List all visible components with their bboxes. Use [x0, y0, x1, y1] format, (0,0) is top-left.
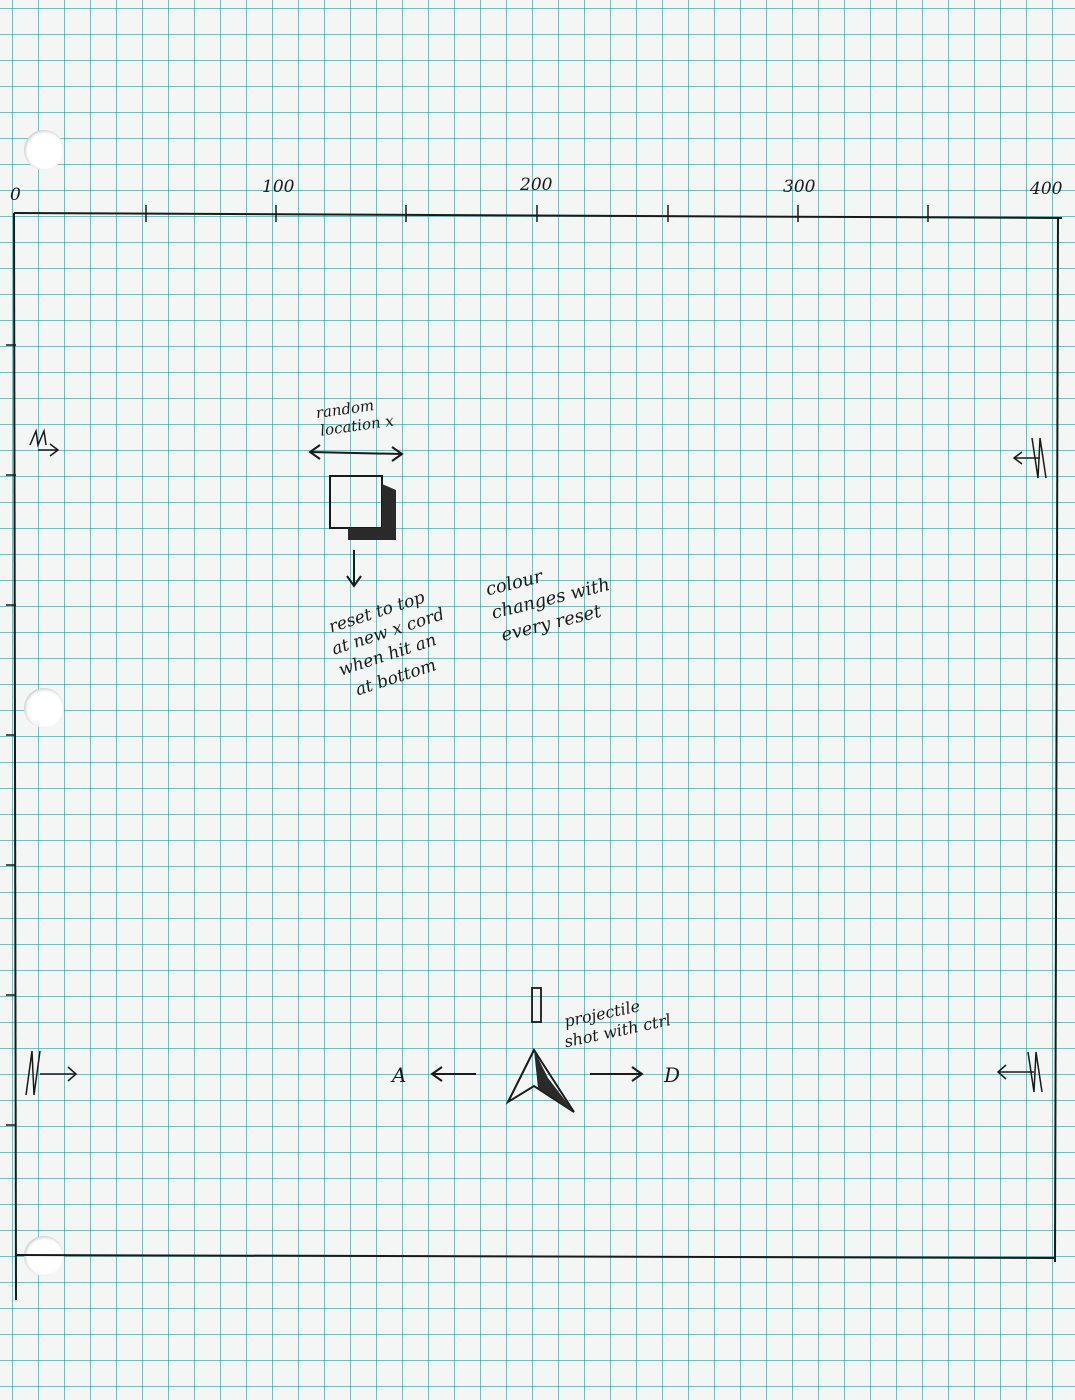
falling-block — [308, 444, 404, 588]
arrow-head-right — [391, 446, 404, 462]
binder-hole-middle — [24, 688, 64, 728]
canvas-left-edge — [13, 212, 17, 1301]
ruler-label-300: 300 — [783, 177, 816, 197]
canvas-bottom-edge — [15, 1254, 1056, 1259]
ruler-label-200: 200 — [519, 175, 553, 195]
ship-shading — [534, 1050, 574, 1112]
left-wall-marker-lower — [25, 1050, 78, 1096]
ship-outline — [505, 1047, 575, 1113]
player-ship — [505, 1047, 575, 1113]
key-label-a: A — [390, 1063, 406, 1087]
projectile-note: projectile shot with ctrl — [562, 996, 672, 1051]
canvas-right-edge — [1054, 217, 1059, 1263]
wall-markers — [25, 428, 1047, 1096]
block-shadow — [348, 484, 396, 540]
right-wall-marker-upper — [1012, 437, 1047, 479]
ruler-label-0: 0 — [10, 185, 21, 205]
top-ruler-ticks — [145, 205, 929, 222]
canvas-top-edge — [13, 212, 1063, 219]
block-square — [329, 475, 383, 529]
random-location-note: random location x — [315, 396, 396, 440]
reset-arrow-head — [346, 575, 362, 588]
key-label-d: D — [663, 1063, 680, 1087]
arrow-head-left — [308, 444, 321, 460]
game-canvas-border — [13, 212, 1063, 1301]
left-wall-marker-upper — [29, 428, 60, 457]
move-left-arrow-head — [430, 1066, 443, 1082]
projectile — [531, 987, 542, 1023]
ruler-label-400: 400 — [1029, 179, 1063, 199]
binder-hole-top — [24, 130, 64, 170]
left-ruler-ticks — [6, 344, 16, 1126]
right-wall-marker-lower — [996, 1051, 1043, 1093]
movement-controls — [430, 1066, 644, 1082]
colour-note: colour changes with every reset — [484, 566, 612, 646]
random-x-arrow — [309, 451, 403, 455]
move-right-arrow-head — [631, 1066, 644, 1082]
reset-note: reset to top at new x cord when hit an a… — [326, 588, 447, 701]
ruler-label-100: 100 — [262, 177, 295, 197]
